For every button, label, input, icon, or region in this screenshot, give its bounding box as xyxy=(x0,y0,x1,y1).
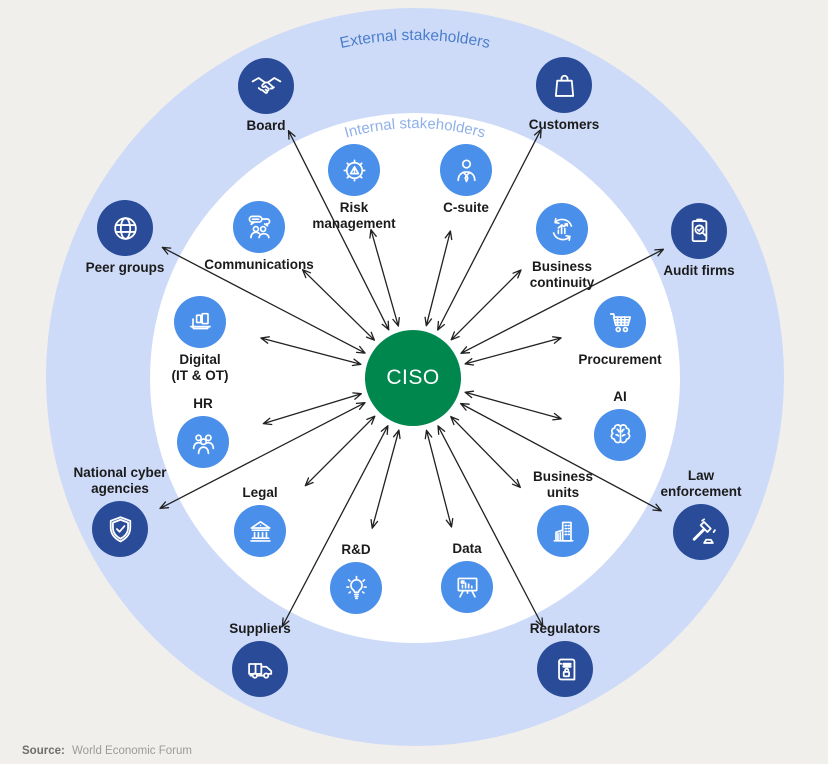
node-business-continuity xyxy=(536,203,588,255)
shopping-cart-icon xyxy=(609,312,631,332)
arrow-audit-firms xyxy=(460,248,665,354)
arrow-risk-management xyxy=(369,228,400,327)
arrow-legal xyxy=(304,415,376,487)
arrow-regulators xyxy=(437,425,544,628)
node-digital-it-ot xyxy=(174,296,226,348)
courthouse-icon xyxy=(249,520,271,542)
label-risk-management: Risk management xyxy=(312,200,396,231)
shield-check-icon xyxy=(109,515,131,542)
node-data xyxy=(441,561,493,613)
label-data: Data xyxy=(452,541,482,557)
arrow-business-units xyxy=(450,415,521,489)
label-regulators: Regulators xyxy=(529,621,601,637)
arrow-national-cyber-agencies xyxy=(159,402,366,510)
source-attribution: Source: World Economic Forum xyxy=(22,745,192,757)
people-group-icon xyxy=(192,433,214,454)
node-legal xyxy=(234,505,286,557)
node-rnd xyxy=(330,562,382,614)
node-customers xyxy=(536,57,592,113)
label-digital-it-ot: Digital (IT & OT) xyxy=(171,352,229,383)
label-suppliers: Suppliers xyxy=(229,621,291,637)
document-seal-icon xyxy=(557,658,575,680)
arrow-suppliers xyxy=(281,425,389,628)
lightbulb-icon xyxy=(345,575,367,599)
chart-board-icon xyxy=(456,577,478,598)
arrow-ai xyxy=(464,390,562,421)
arrow-data xyxy=(424,429,454,528)
node-hr xyxy=(177,416,229,468)
buildings-icon xyxy=(552,521,574,542)
label-law-enforcement: Law enforcement xyxy=(660,468,742,500)
brain-icon xyxy=(610,423,630,443)
arrow-hr xyxy=(262,392,362,426)
arrow-digital-it-ot xyxy=(260,336,362,367)
node-communications xyxy=(233,201,285,253)
handshake-icon xyxy=(251,76,281,94)
ciso-center-node: CISO xyxy=(365,330,461,426)
source-prefix: Source: xyxy=(22,745,65,757)
node-ai xyxy=(594,409,646,461)
node-c-suite xyxy=(440,144,492,196)
node-audit-firms xyxy=(671,203,727,259)
node-board xyxy=(238,58,294,114)
label-procurement: Procurement xyxy=(578,352,662,367)
audit-clipboard-icon xyxy=(691,218,707,242)
node-law-enforcement xyxy=(673,504,729,560)
node-national-cyber-agencies xyxy=(92,501,148,557)
arrow-rnd xyxy=(370,429,401,529)
node-procurement xyxy=(594,296,646,348)
arrow-business-continuity xyxy=(450,269,522,341)
arrow-communications xyxy=(301,269,376,341)
node-suppliers xyxy=(232,641,288,697)
gavel-icon xyxy=(692,517,716,544)
label-business-units: Business units xyxy=(532,469,594,501)
label-communications: Communications xyxy=(204,257,314,272)
globe-icon xyxy=(113,216,137,240)
node-business-units xyxy=(537,505,589,557)
source-text: World Economic Forum xyxy=(72,745,192,757)
stakeholder-arrows xyxy=(159,128,665,628)
node-regulators xyxy=(537,641,593,697)
label-audit-firms: Audit firms xyxy=(663,263,735,278)
label-customers: Customers xyxy=(528,117,600,132)
gear-warning-icon xyxy=(342,158,366,182)
arrow-board xyxy=(287,130,390,331)
continuity-cycle-icon xyxy=(552,217,572,241)
label-ai: AI xyxy=(613,389,627,405)
label-legal: Legal xyxy=(242,485,278,501)
node-peer-groups xyxy=(97,200,153,256)
arrow-c-suite xyxy=(424,230,453,327)
label-c-suite: C-suite xyxy=(443,200,489,215)
truck-icon xyxy=(247,662,272,679)
label-board: Board xyxy=(246,118,286,133)
label-business-continuity: Business continuity xyxy=(529,259,595,290)
label-hr: HR xyxy=(193,396,213,412)
node-risk-management xyxy=(328,144,380,196)
arrow-law-enforcement xyxy=(459,402,662,512)
executive-icon xyxy=(456,158,476,182)
arrow-procurement xyxy=(464,336,562,366)
arrow-peer-groups xyxy=(161,246,366,354)
label-peer-groups: Peer groups xyxy=(85,260,165,275)
label-national-cyber-agencies: National cyber agencies xyxy=(73,465,167,497)
devices-icon xyxy=(189,312,211,329)
label-rnd: R&D xyxy=(341,542,371,558)
arrow-customers xyxy=(437,128,542,331)
chat-people-icon xyxy=(248,215,270,238)
shopping-bag-icon xyxy=(554,74,574,97)
